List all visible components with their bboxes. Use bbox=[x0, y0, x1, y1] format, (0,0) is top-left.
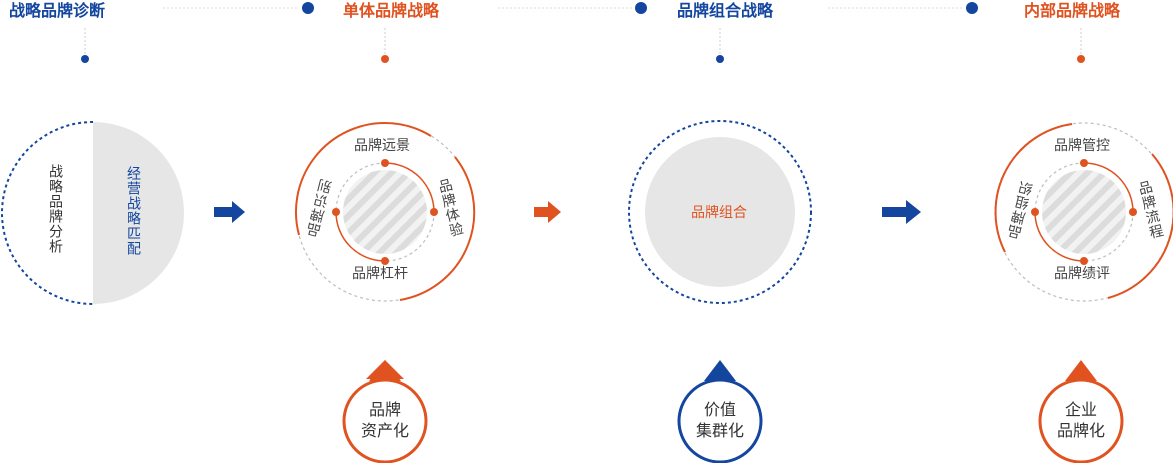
header-diagnosis: 战略品牌诊断 bbox=[9, 1, 106, 20]
stem-dot bbox=[381, 55, 389, 63]
header-dot bbox=[966, 2, 978, 14]
single-brand-rings bbox=[294, 121, 476, 302]
outcome-cluster-label: 价值集群化 bbox=[695, 400, 744, 440]
header-dot bbox=[302, 2, 314, 14]
internal-label-bottom: 品牌绩评 bbox=[1054, 266, 1110, 282]
internal-brand-rings bbox=[994, 122, 1173, 302]
outcome-asset-label: 品牌资产化 bbox=[360, 400, 409, 440]
header-single-brand: 单体品牌战略 bbox=[343, 1, 440, 20]
stem-dot bbox=[1077, 55, 1085, 63]
stem-dot bbox=[716, 55, 724, 63]
outcome-enterprise-label: 企业品牌化 bbox=[1056, 400, 1105, 440]
header-dot bbox=[635, 2, 647, 14]
stem-dot bbox=[81, 55, 89, 63]
internal-label-top: 品牌管控 bbox=[1054, 138, 1110, 154]
header-portfolio: 品牌组合战略 bbox=[677, 1, 774, 20]
arrow-icon bbox=[882, 200, 921, 224]
single-label-bottom: 品牌杠杆 bbox=[352, 266, 408, 282]
arrow-icon bbox=[214, 201, 245, 223]
arrow-icon bbox=[534, 201, 561, 223]
diagnosis-circle bbox=[1, 121, 184, 305]
header-internal-brand: 内部品牌战略 bbox=[1024, 1, 1121, 20]
diagnosis-left-label: 战略品牌分析 bbox=[47, 164, 63, 254]
outcome-badge-enterprise bbox=[1038, 360, 1124, 463]
outcome-badge-cluster bbox=[677, 360, 763, 463]
portfolio-center-label: 品牌组合 bbox=[691, 205, 747, 221]
single-label-top: 品牌远景 bbox=[354, 138, 410, 154]
diagnosis-right-label: 经营战略匹配 bbox=[125, 166, 141, 256]
outcome-badge-asset bbox=[342, 360, 428, 463]
portfolio-circle bbox=[628, 120, 812, 304]
